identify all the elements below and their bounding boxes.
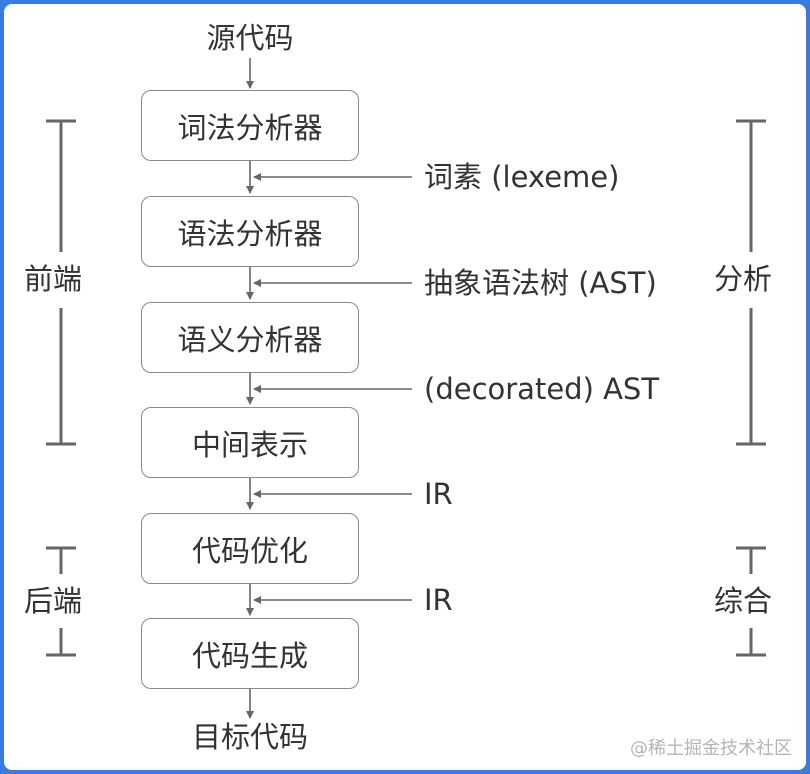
output-ir-label: IR	[424, 477, 453, 511]
target-code-label: 目标代码	[191, 720, 308, 754]
source-code-label: 源代码	[206, 21, 294, 55]
group-synthesis-label: 综合	[714, 584, 773, 618]
connector-layer	[46, 58, 766, 719]
watermark: @稀土掘金技术社区	[630, 738, 792, 759]
stage-semantic-analyzer: 语义分析器	[141, 302, 359, 373]
bracket-layer	[46, 119, 766, 657]
output-decorated-ast-label: (decorated) AST	[424, 372, 660, 406]
output-ir-label: IR	[424, 583, 453, 617]
stage-code-optimizer: 代码优化	[141, 513, 359, 584]
stage-intermediate-representation: 中间表示	[141, 407, 359, 478]
stage-code-generator: 代码生成	[141, 618, 359, 689]
group-backend-label: 后端	[24, 584, 83, 618]
stage-parser: 语法分析器	[141, 196, 359, 267]
stage-lexer: 词法分析器	[141, 90, 359, 161]
stage-label: 代码优化	[191, 533, 308, 568]
stage-label: 语法分析器	[177, 216, 323, 251]
diagram-canvas: 源代码 目标代码 词法分析器 语法分析器 语义分析器 中间表示 代码优化 代码生…	[4, 4, 806, 770]
group-analysis-label: 分析	[714, 262, 773, 296]
stage-label: 词法分析器	[177, 110, 323, 145]
stage-label: 代码生成	[191, 638, 308, 673]
output-ast-label: 抽象语法树 (AST)	[424, 266, 657, 300]
output-lexeme-label: 词素 (lexeme)	[424, 160, 620, 194]
stage-label: 语义分析器	[177, 322, 323, 357]
group-frontend-label: 前端	[24, 262, 83, 296]
stage-label: 中间表示	[191, 427, 308, 462]
